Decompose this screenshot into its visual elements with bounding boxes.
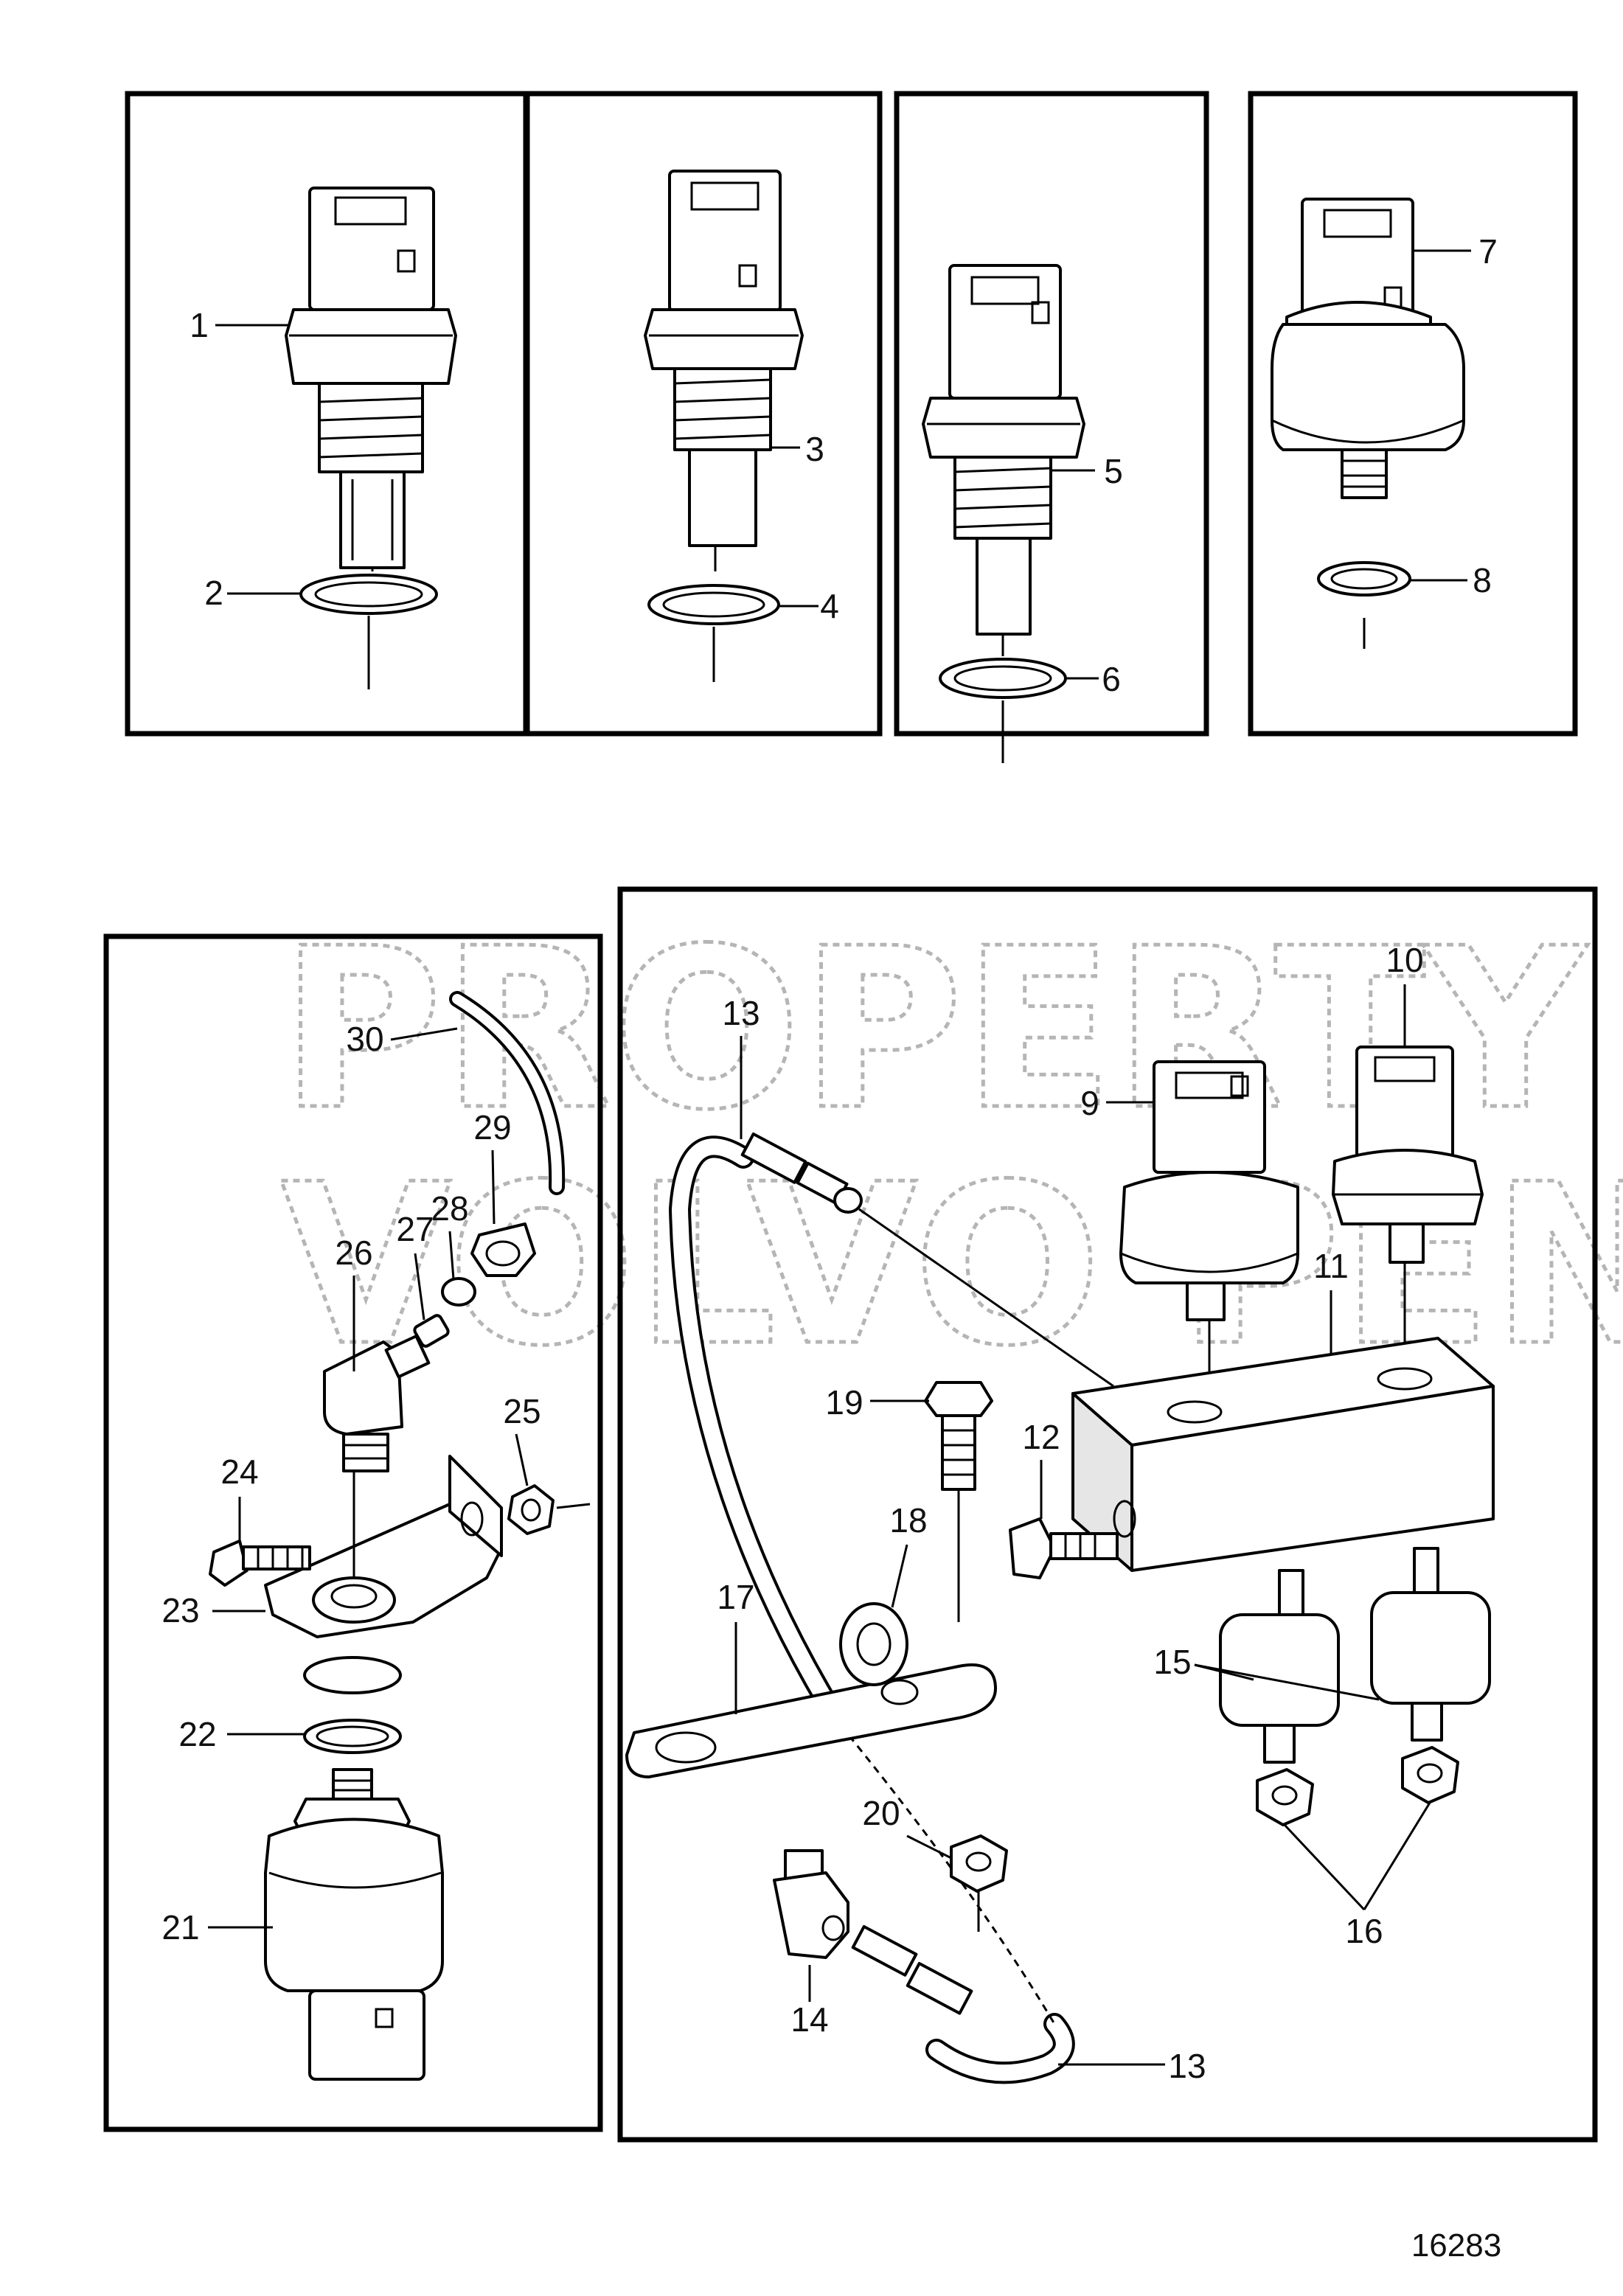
hose-end-fitting-upper	[740, 1132, 863, 1214]
callout-26: 26	[335, 1234, 372, 1272]
callout-6: 6	[1102, 660, 1121, 698]
flange-nut-25	[507, 1484, 591, 1535]
callout-11: 11	[1313, 1247, 1349, 1285]
callout-10: 10	[1386, 941, 1423, 979]
temperature-sender-10	[1332, 1046, 1484, 1264]
rubber-mount-15-a	[1219, 1569, 1340, 1764]
oil-pressure-sender-9	[1119, 1060, 1299, 1321]
callout-9: 9	[1080, 1084, 1099, 1122]
callout-13-upper: 13	[722, 994, 760, 1032]
callout-8: 8	[1473, 561, 1492, 599]
callout-30: 30	[346, 1020, 383, 1058]
callout-2: 2	[204, 574, 223, 612]
pressure-sensor-7	[1271, 198, 1465, 499]
callout-28: 28	[431, 1189, 468, 1228]
spacer-ring	[303, 1656, 402, 1694]
callout-4: 4	[820, 587, 839, 625]
leader-lines	[208, 249, 1471, 2066]
callout-18: 18	[889, 1501, 927, 1540]
callout-19: 19	[825, 1383, 863, 1422]
frame-sensor-3-4	[524, 91, 883, 737]
frame-sender-manifold-assembly	[617, 886, 1598, 2143]
bracket-17	[625, 1663, 997, 1778]
sealing-washer-4	[647, 584, 780, 682]
manifold-block-11	[1071, 1337, 1495, 1572]
angle-adapter-14	[773, 1849, 973, 2015]
grommet-18	[839, 1602, 908, 1686]
callout-1: 1	[190, 306, 209, 344]
callout-23: 23	[161, 1591, 199, 1629]
callout-15: 15	[1153, 1643, 1191, 1681]
callout-5: 5	[1104, 452, 1123, 490]
sealing-washer-2	[299, 574, 438, 689]
flange-nut-20	[950, 1834, 1008, 1932]
temperature-sensor-5	[922, 264, 1085, 656]
flange-nut-16-b	[1401, 1746, 1459, 1804]
capillary-pipe-30	[449, 991, 566, 1195]
sealing-washer-22	[303, 1719, 402, 1754]
callout-21: 21	[161, 1908, 199, 1947]
callout-labels: 1 2 3 4 5 6 7 8 9 10 11 12 13 13 14 15 1…	[161, 232, 1497, 2085]
sealing-washer-6	[939, 658, 1067, 763]
callout-25: 25	[503, 1392, 541, 1430]
callout-16: 16	[1345, 1912, 1383, 1950]
flange-nut-16-a	[1256, 1768, 1314, 1826]
temperature-sensor-1	[285, 187, 457, 571]
flange-screw-19	[924, 1381, 993, 1622]
callout-12: 12	[1022, 1418, 1060, 1456]
figure-number: 16283	[1411, 2227, 1501, 2264]
olive-28	[441, 1277, 476, 1307]
callout-7: 7	[1478, 232, 1498, 271]
callout-13-lower: 13	[1168, 2047, 1206, 2085]
callout-24: 24	[220, 1453, 258, 1491]
screw-12	[1009, 1517, 1119, 1579]
flange-screw-24	[209, 1540, 311, 1587]
callout-27: 27	[396, 1210, 434, 1248]
callout-3: 3	[805, 430, 824, 468]
frame-sensor-7-8	[1248, 91, 1578, 737]
oil-pressure-sender-21	[264, 1768, 444, 2081]
angle-union-26	[323, 1335, 431, 1472]
temperature-sensor-3	[644, 170, 804, 571]
callout-14: 14	[790, 2000, 828, 2039]
callout-17: 17	[717, 1578, 754, 1616]
callout-29: 29	[473, 1108, 511, 1147]
callout-20: 20	[862, 1794, 900, 1832]
assembly-line-hose-manifold	[858, 1208, 1114, 1388]
union-nut-29	[470, 1222, 536, 1277]
rubber-mount-15-b	[1370, 1547, 1491, 1742]
frame-oil-pressure-assembly	[103, 933, 603, 2132]
frame-sensor-5-6	[894, 91, 1209, 737]
bracket-23	[264, 1455, 503, 1638]
callout-22: 22	[178, 1715, 216, 1753]
hose-13	[668, 1135, 1075, 2084]
sealing-washer-8	[1317, 561, 1411, 649]
